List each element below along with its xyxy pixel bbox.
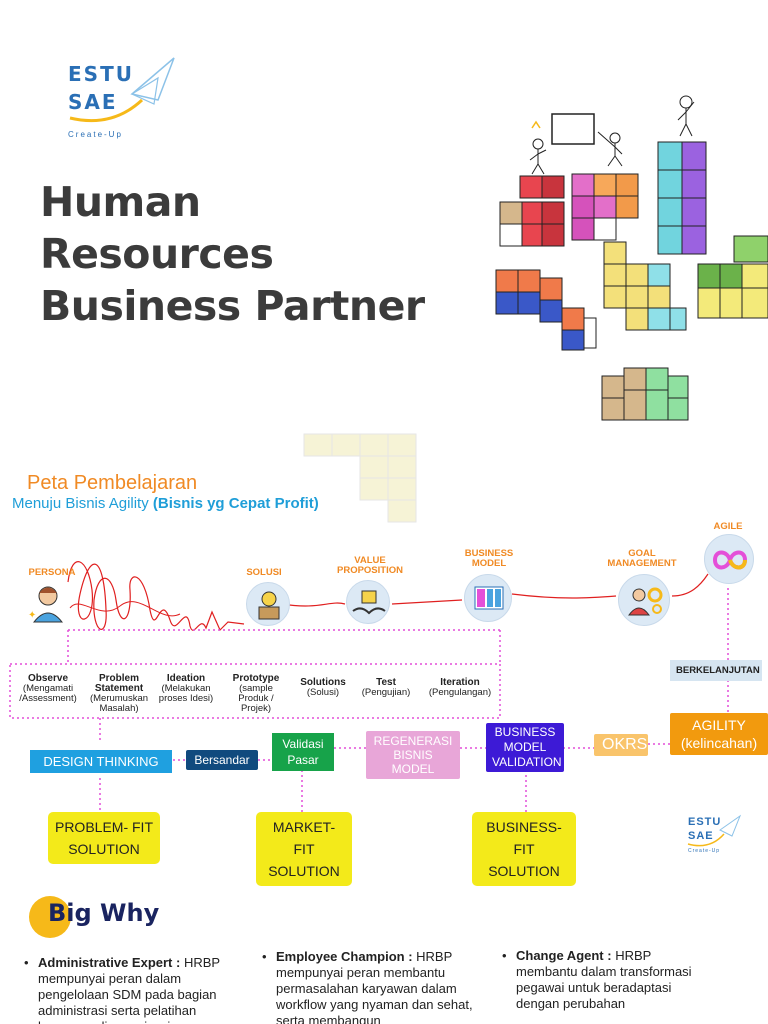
- step-iteration-title: Iteration: [440, 677, 480, 688]
- big-why-item-label: Administrative Expert :: [38, 955, 181, 970]
- bullet-icon: •: [502, 948, 507, 963]
- logo-line1: ESTU: [68, 62, 134, 86]
- step-prototype-desc: (sample Produk / Projek): [238, 683, 274, 714]
- hands-box-icon: [346, 580, 390, 624]
- roadmap-subheading: Menuju Bisnis Agility (Bisnis yg Cepat P…: [12, 495, 319, 512]
- roadmap-subheading-text: Menuju Bisnis Agility: [12, 495, 149, 512]
- okrs-box: OKRS: [594, 734, 648, 756]
- validasi-pasar-box: Validasi Pasar: [272, 733, 334, 771]
- small-logo-tagline: Create-Up: [688, 848, 721, 854]
- agility-box: AGILITY (kelincahan): [670, 713, 768, 755]
- bullet-icon: •: [262, 949, 267, 964]
- small-paper-plane-icon: [687, 814, 742, 847]
- persona-avatar-icon: ✦: [28, 582, 68, 624]
- svg-text:✦: ✦: [28, 610, 36, 621]
- regenerasi-bisnis-model-box: REGENERASI BISNIS MODEL: [366, 731, 460, 779]
- step-test-desc: (Pengujian): [361, 687, 411, 698]
- problem-fit-line2: SOLUTION: [68, 841, 140, 857]
- title-line1: Human: [40, 178, 201, 226]
- lightbulb-box-icon: [246, 582, 290, 626]
- roadmap-heading: Peta Pembelajaran: [27, 472, 198, 494]
- big-why-item-label: Employee Champion :: [276, 949, 413, 964]
- big-why-title: Big Why: [48, 899, 160, 927]
- infinity-icon: [704, 534, 754, 584]
- stage-label-agile: AGILE: [713, 521, 743, 532]
- logo-line2: SAE: [68, 90, 118, 114]
- big-why-item-text: HRBP mempunyai peran membantu permasalah…: [276, 949, 473, 1024]
- step-solutions-title: Solutions: [300, 677, 346, 688]
- step-observe-desc: (Mengamati /Assessment): [19, 683, 77, 704]
- stage-label-solusi: SOLUSI: [246, 567, 282, 578]
- bersandar-box: Bersandar: [186, 750, 258, 770]
- agility-sub: (kelincahan): [680, 735, 758, 751]
- business-model-validation-box: BUSINESS MODEL VALIDATION: [486, 723, 564, 772]
- stick-figure-blocks-illustration: [495, 95, 768, 421]
- business-model-canvas-icon: [464, 574, 512, 622]
- roadmap-connectors: [9, 561, 729, 812]
- step-ideation: Ideation (Melakukan proses Idesi): [154, 674, 218, 704]
- step-test-title: Test: [376, 677, 396, 688]
- business-fit-line1: BUSINESS-: [486, 819, 562, 835]
- big-why-item-label: Change Agent :: [516, 948, 612, 963]
- goal-person-gears-icon: [618, 574, 670, 626]
- berkelanjutan-box: BERKELANJUTAN: [670, 660, 762, 681]
- step-prototype: Prototype (sample Produk / Projek): [226, 674, 286, 714]
- big-why-dot: [29, 896, 71, 938]
- stage-label-business-model: BUSINESS MODEL: [464, 548, 514, 569]
- design-thinking-box: DESIGN THINKING: [30, 750, 172, 773]
- problem-fit-line1: PROBLEM- FIT: [54, 819, 153, 835]
- roadmap-subheading-bold: (Bisnis yg Cepat Profit): [152, 495, 319, 512]
- step-prototype-title: Prototype: [232, 673, 280, 684]
- paper-plane-icon: [69, 57, 175, 123]
- stage-label-value-proposition: VALUE PROPOSITION: [337, 555, 403, 576]
- small-logo: ESTU SAE Create-Up: [684, 814, 744, 858]
- agility-label: AGILITY: [692, 717, 746, 733]
- small-logo-line2: SAE: [688, 830, 714, 842]
- step-problem-desc: (Merumuskan Masalah): [89, 693, 149, 714]
- faint-blocks-decoration: [303, 433, 417, 523]
- step-observe-title: Observe: [27, 673, 69, 684]
- step-solutions: Solutions (Solusi): [294, 678, 352, 698]
- step-ideation-title: Ideation: [166, 673, 206, 684]
- title-line3: Business Partner: [40, 282, 425, 330]
- step-problem-title: Problem Statement: [94, 673, 144, 694]
- business-fit-line2: FIT SOLUTION: [488, 841, 560, 879]
- big-why-item-text: HRBP mempunyai peran dalam pengelolaan S…: [38, 955, 220, 1024]
- step-iteration-desc: (Pengulangan): [428, 687, 492, 698]
- title-line2: Resources: [40, 230, 274, 278]
- big-why-item-change-agent: • Change Agent : HRBP membantu dalam tra…: [502, 948, 716, 1012]
- step-solutions-desc: (Solusi): [306, 687, 340, 698]
- page-title: Human Resources Business Partner: [40, 176, 460, 332]
- big-why-item-text: HRBP membantu dalam transformasi pegawai…: [516, 948, 692, 1011]
- business-fit-solution-box: BUSINESS- FIT SOLUTION: [472, 812, 576, 886]
- step-iteration: Iteration (Pengulangan): [422, 678, 498, 698]
- stage-label-goal-management: GOAL MANAGEMENT: [607, 548, 677, 569]
- stage-label-persona: PERSONA: [28, 567, 76, 578]
- small-logo-line1: ESTU: [688, 816, 722, 828]
- step-ideation-desc: (Melakukan proses Idesi): [158, 683, 214, 704]
- logo-tagline: Create-Up: [68, 130, 123, 139]
- market-fit-line1: MARKET- FIT: [272, 819, 336, 857]
- big-why-item-administrative: • Administrative Expert : HRBP mempunyai…: [24, 955, 248, 1024]
- step-test: Test (Pengujian): [356, 678, 416, 698]
- step-problem-statement: Problem Statement (Merumuskan Masalah): [86, 674, 152, 714]
- market-fit-solution-box: MARKET- FIT SOLUTION: [256, 812, 352, 886]
- bullet-icon: •: [24, 955, 29, 970]
- market-fit-line2: SOLUTION: [268, 863, 340, 879]
- problem-fit-solution-box: PROBLEM- FIT SOLUTION: [48, 812, 160, 864]
- step-observe: Observe (Mengamati /Assessment): [12, 674, 84, 704]
- logo: ESTU SAE Create-Up: [62, 56, 182, 146]
- big-why-item-employee: • Employee Champion : HRBP mempunyai per…: [262, 949, 490, 1024]
